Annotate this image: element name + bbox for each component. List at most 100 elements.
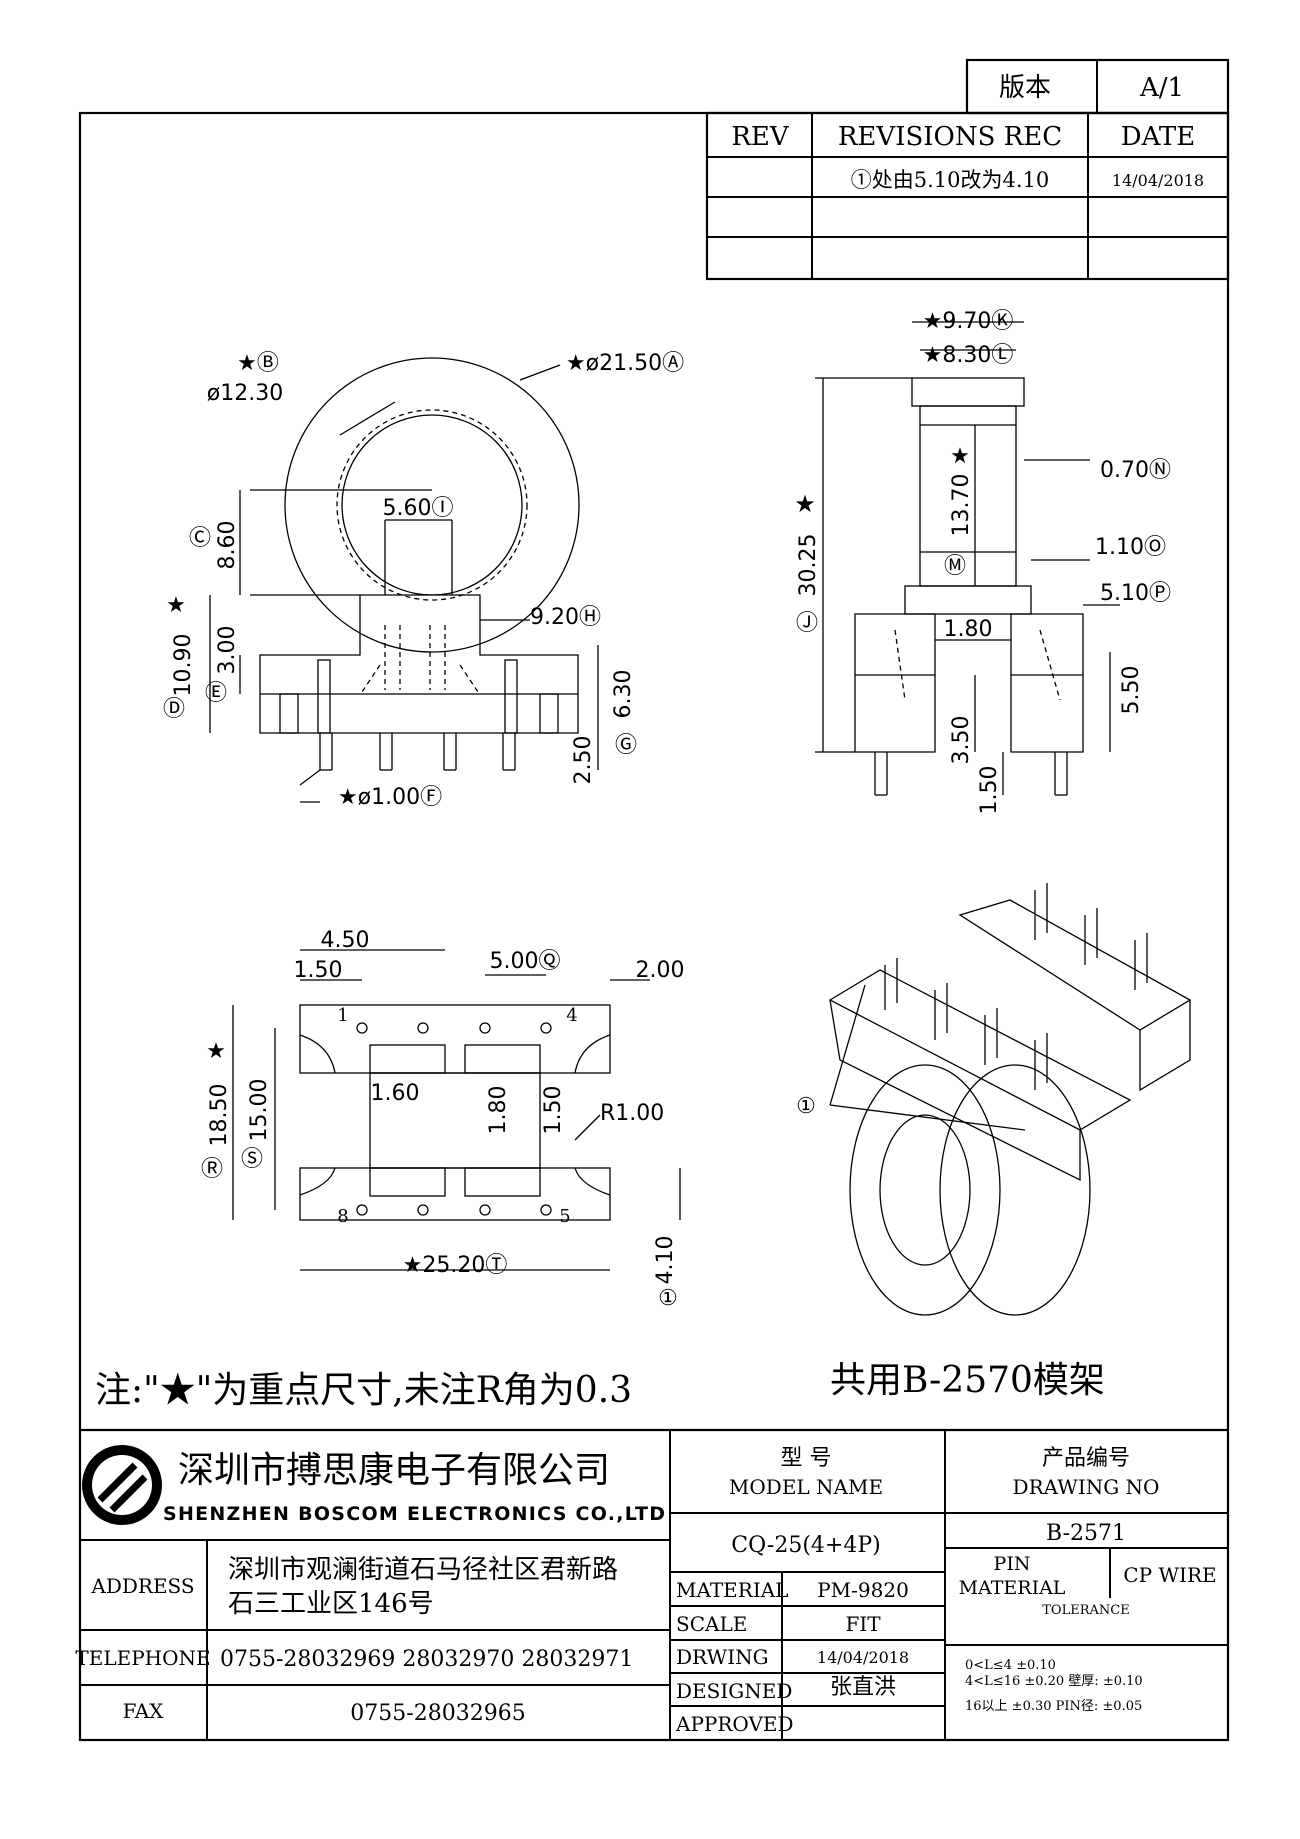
dim-d-star: ★	[166, 593, 186, 618]
dim-d-value: 10.90	[171, 634, 196, 697]
pin-1-label: 1	[337, 1005, 348, 1026]
dim-1-80b: 1.80	[486, 1086, 511, 1135]
side-view: ★9.70Ⓚ ★8.30Ⓛ ★ 30.25 Ⓙ ★ 13.70 Ⓜ 0.70Ⓝ …	[794, 309, 1171, 814]
dim-n: 0.70Ⓝ	[1100, 458, 1171, 483]
dim-2-00: 2.00	[636, 958, 685, 983]
dim-t: ★25.20Ⓣ	[403, 1253, 508, 1278]
dim-o: 1.10Ⓞ	[1095, 535, 1166, 560]
bottom-view: 4.50 1.50 5.00Ⓠ 2.00 ★ 18.50 Ⓡ 15.00 Ⓢ 1…	[201, 928, 685, 1311]
dim-c-mark: Ⓒ	[189, 526, 211, 551]
telephone-label: TELEPHONE	[75, 1646, 210, 1670]
dim-s-mark: Ⓢ	[241, 1147, 263, 1172]
model-label-cn: 型 号	[781, 1446, 832, 1471]
dim-r-mark: Ⓡ	[201, 1157, 223, 1182]
isometric-view: ①	[796, 883, 1192, 1316]
version-value: A/1	[1139, 73, 1184, 103]
rev-header: REV	[731, 122, 790, 152]
designed-value: 张直洪	[830, 1675, 896, 1700]
dim-g-value: 6.30	[611, 670, 636, 719]
dim-e-mark: Ⓔ	[205, 681, 227, 706]
address-line-1: 深圳市观澜街道石马径社区君新路	[228, 1555, 618, 1585]
dim-b-value: ø12.30	[207, 381, 283, 406]
fax-value: 0755-28032965	[350, 1701, 525, 1726]
dim-1-50a: 1.50	[294, 958, 343, 983]
tolerance-line-3: 16以上 ±0.30 PIN径: ±0.05	[965, 1699, 1142, 1714]
drawing-value: B-2571	[1046, 1521, 1126, 1546]
revisions-rec-header: REVISIONS REC	[838, 122, 1062, 152]
dim-i: 5.60Ⓘ	[383, 496, 454, 521]
dim-1-50: 1.50	[977, 766, 1002, 815]
dim-m-value: 13.70	[949, 474, 974, 537]
drwing-label: DRWING	[676, 1645, 769, 1669]
dim-j-star: ★	[794, 490, 816, 518]
dim-1-80: 1.80	[944, 617, 993, 642]
company-logo	[82, 1445, 162, 1525]
dim-3-50: 3.50	[949, 716, 974, 765]
iso-callout: ①	[796, 1094, 816, 1119]
dim-r-star: ★	[206, 1039, 226, 1064]
date-header: DATE	[1121, 122, 1196, 152]
note-text: 注:"★"为重点尺寸,未注R角为0.3	[95, 1370, 632, 1411]
dim-e-value: 3.00	[215, 626, 240, 675]
dim-5-50: 5.50	[1119, 666, 1144, 715]
dim-c-value: 8.60	[215, 521, 240, 570]
company-name-en: SHENZHEN BOSCOM ELECTRONICS CO.,LTD	[163, 1503, 665, 1525]
version-label: 版本	[999, 73, 1051, 103]
dim-4-50: 4.50	[321, 928, 370, 953]
fax-label: FAX	[123, 1699, 165, 1723]
revision-row-1-rec: ①处由5.10改为4.10	[851, 168, 1050, 192]
pin-4-label: 4	[566, 1005, 577, 1026]
front-view: ★Ⓑ ø12.30 ★ø21.50Ⓐ 5.60Ⓘ Ⓒ 8.60 9.20Ⓗ ★ …	[163, 351, 684, 810]
model-value: CQ-25(4+4P)	[731, 1533, 881, 1558]
shared-mold: 共用B-2570模架	[830, 1360, 1105, 1401]
tolerance-line-1: 0<L≤4 ±0.10	[965, 1658, 1056, 1673]
dim-m-mark: Ⓜ	[944, 554, 966, 579]
dim-h: 9.20Ⓗ	[530, 605, 601, 630]
dim-r1: R1.00	[600, 1101, 664, 1126]
telephone-value: 0755-28032969 28032970 28032971	[220, 1647, 633, 1672]
dim-l: ★8.30Ⓛ	[923, 343, 1014, 368]
pin-8-label: 8	[337, 1206, 348, 1227]
dim-4-10-mark: ①	[658, 1286, 678, 1311]
dim-d-mark: Ⓓ	[163, 697, 185, 722]
dim-s-value: 15.00	[247, 1079, 272, 1142]
revision-table: REV REVISIONS REC DATE ①处由5.10改为4.10 14/…	[705, 111, 1230, 281]
dim-g-mark: Ⓖ	[615, 733, 637, 758]
material-label: MATERIAL	[676, 1578, 788, 1602]
address-label: ADDRESS	[90, 1574, 194, 1598]
dim-1-50b: 1.50	[541, 1086, 566, 1135]
drawing-label-cn: 产品编号	[1042, 1446, 1130, 1471]
dim-4-10: 4.10	[653, 1236, 678, 1285]
pin-5-label: 5	[559, 1206, 570, 1227]
dim-pin-length: 2.50	[571, 736, 596, 785]
dim-m-star: ★	[950, 444, 970, 469]
dim-a: ★ø21.50Ⓐ	[566, 351, 684, 376]
dim-k: ★9.70Ⓚ	[923, 309, 1014, 334]
pin-material-label-2: MATERIAL	[959, 1577, 1066, 1599]
dim-j-value: 30.25	[796, 534, 821, 597]
pin-material-value: CP WIRE	[1123, 1563, 1216, 1587]
scale-value: FIT	[845, 1612, 881, 1636]
version-block: 版本 A/1	[965, 58, 1230, 115]
address-line-2: 石三工业区146号	[228, 1589, 434, 1619]
drawing-label-en: DRAWING NO	[1013, 1475, 1160, 1499]
revision-row-1-date: 14/04/2018	[1112, 171, 1204, 190]
dim-b-label: ★Ⓑ	[237, 351, 279, 376]
title-block: 深圳市搏思康电子有限公司 SHENZHEN BOSCOM ELECTRONICS…	[75, 1428, 1228, 1740]
model-label-en: MODEL NAME	[729, 1475, 883, 1499]
pin-material-label-1: PIN	[994, 1553, 1031, 1575]
drwing-value: 14/04/2018	[817, 1648, 909, 1667]
scale-label: SCALE	[676, 1612, 747, 1636]
tolerance-line-2: 4<L≤16 ±0.20 壁厚: ±0.10	[965, 1674, 1143, 1689]
dim-q: 5.00Ⓠ	[490, 949, 561, 974]
dim-1-60: 1.60	[371, 1081, 420, 1106]
dim-j-mark: Ⓙ	[796, 611, 818, 636]
dim-p: 5.10Ⓟ	[1100, 581, 1171, 606]
company-name-cn: 深圳市搏思康电子有限公司	[178, 1450, 610, 1491]
material-value: PM-9820	[817, 1578, 909, 1602]
dim-r-value: 18.50	[207, 1084, 232, 1147]
sheet-border	[78, 111, 1230, 1742]
dim-f: ★ø1.00Ⓕ	[338, 785, 442, 810]
designed-label: DESIGNED	[676, 1679, 792, 1703]
